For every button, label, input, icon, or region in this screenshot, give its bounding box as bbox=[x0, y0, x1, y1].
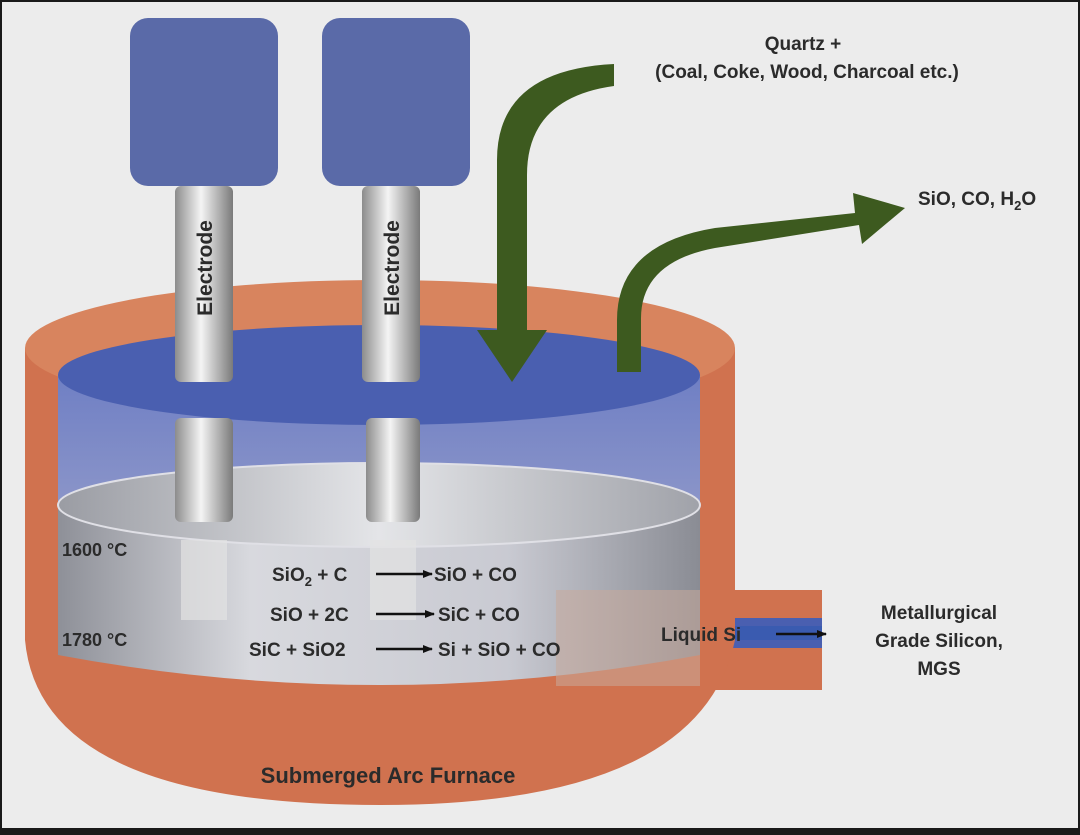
electrode-rod-right bbox=[362, 186, 420, 382]
reaction-3-right: Si + SiO + CO bbox=[438, 640, 561, 661]
input-label-line1: Quartz + bbox=[765, 34, 842, 55]
electrode-tip-left bbox=[175, 418, 233, 522]
product-label-line1: Metallurgical bbox=[881, 603, 997, 624]
reaction-3-left: SiC + SiO2 bbox=[249, 640, 346, 661]
electrode-label-left: Electrode bbox=[194, 220, 217, 316]
reaction-row: SiC + SiO2 Si + SiO + CO bbox=[249, 640, 561, 661]
reaction-1-left: SiO2 + C bbox=[272, 565, 348, 589]
furnace-title: Submerged Arc Furnace bbox=[261, 763, 516, 788]
outlet-opening bbox=[556, 590, 700, 686]
electrode-label-right: Electrode bbox=[381, 220, 404, 316]
temp-label-1780: 1780 °C bbox=[62, 630, 127, 650]
reaction-1-right: SiO + CO bbox=[434, 565, 517, 586]
electrode-glow-left bbox=[181, 540, 227, 620]
input-arrow bbox=[477, 64, 614, 382]
electrode-head-left bbox=[130, 18, 278, 186]
product-label-line3: MGS bbox=[917, 659, 960, 680]
input-label-line2: (Coal, Coke, Wood, Charcoal etc.) bbox=[655, 62, 959, 83]
electrode-tip-right bbox=[366, 418, 420, 522]
output-arrow bbox=[617, 193, 905, 372]
product-label-line2: Grade Silicon, bbox=[875, 631, 1003, 652]
electrode-glow-right bbox=[370, 540, 416, 620]
electrode-rod-left bbox=[175, 186, 233, 382]
liquid-si-label: Liquid Si bbox=[661, 625, 741, 646]
temp-label-1600: 1600 °C bbox=[62, 540, 127, 560]
reaction-2-right: SiC + CO bbox=[438, 605, 520, 626]
reaction-row: SiO + 2C SiC + CO bbox=[270, 605, 520, 626]
output-gases-label: SiO, CO, H2O bbox=[918, 189, 1036, 213]
reaction-2-left: SiO + 2C bbox=[270, 605, 349, 626]
electrode-head-right bbox=[322, 18, 470, 186]
reaction-row: SiO2 + C SiO + CO bbox=[272, 565, 517, 589]
